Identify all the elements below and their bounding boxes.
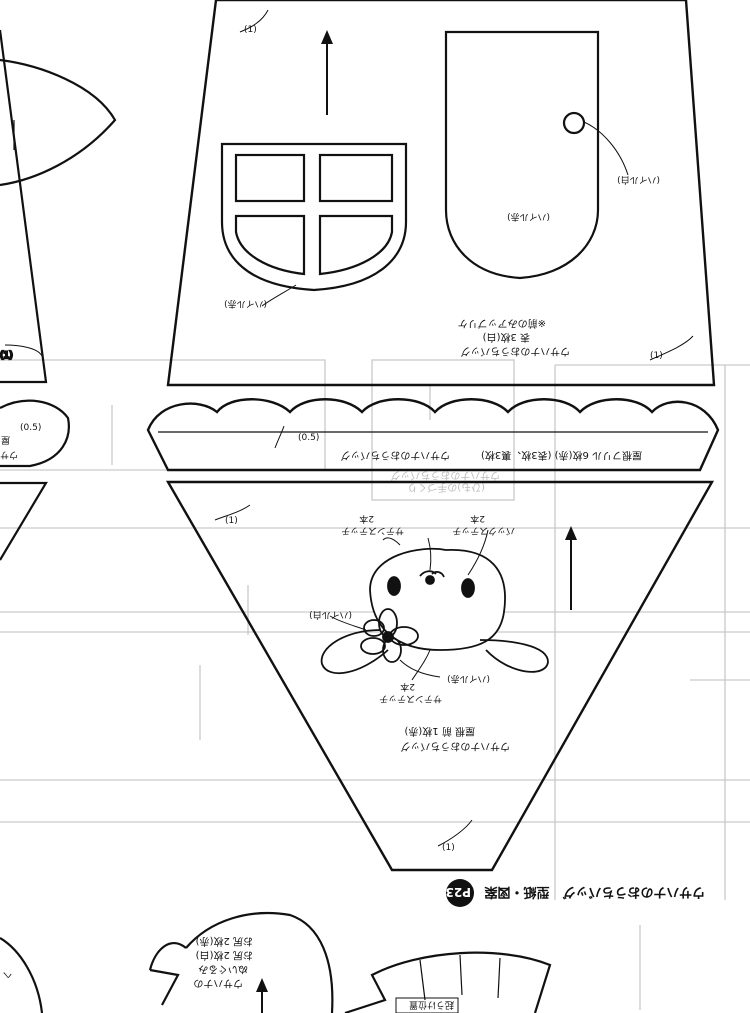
bottom-left-edge-label: へ	[3, 969, 12, 979]
seam-allowance-left: (1)	[0, 351, 13, 361]
house-body-note: ※前のみアップリケ	[458, 317, 546, 330]
house-bottom-allowance: (1)	[650, 351, 663, 361]
circle-piece-line2: ぬいぐるみ	[198, 963, 248, 975]
stitch-label-right-2: 2本	[470, 513, 485, 525]
flower-applique	[360, 608, 419, 663]
roof-label-red: (ハイル赤)	[447, 673, 490, 684]
house-body-name: ウサハナのおうちバッグ	[460, 345, 570, 358]
show-through-guides	[0, 359, 750, 1010]
window-label: (ハイル赤)	[224, 298, 267, 309]
scallop-frill-piece: (0.5) ウサハナのおうちバッグ 屋根フリル 6枚(赤) (表3枚、裏3枚)	[146, 398, 720, 472]
circle-piece-title: ウサハナの	[193, 977, 243, 989]
left-edge-label-2: 屋	[1, 434, 10, 445]
stitch-label-left-2: 2本	[359, 513, 374, 525]
window-applique	[220, 142, 408, 307]
stitch-label-bottom-2: 2本	[400, 681, 415, 693]
doorknob-label: (ハイル白)	[617, 174, 660, 186]
grain-arrow-up-icon	[321, 30, 333, 44]
stitch-label-left-1: サテンステッチ	[341, 525, 404, 536]
house-body-qty: 表 3枚(白)	[483, 331, 530, 344]
roof-label-white: (ハイル白)	[309, 609, 352, 621]
left-roof-fragment	[0, 481, 48, 561]
circle-piece-info: ウサハナの ぬいぐるみ お尻 2枚(白) お尻 2枚(赤)	[193, 935, 253, 989]
stitch-label-bottom-1: サテンステッチ	[379, 693, 442, 704]
grain-arrow-up-icon-2	[565, 526, 577, 540]
scallop-info: ウサハナのおうちバッグ 屋根フリル 6枚(赤) (表3枚、裏3枚)	[340, 449, 642, 462]
usahana-face-applique	[320, 529, 549, 681]
door-label: (ハイル赤)	[507, 211, 550, 222]
scallop-piece-name: ウサハナのおうちバッグ	[340, 449, 450, 462]
ghost-label-1: ウサハナのおうちバッグ	[390, 469, 500, 482]
grain-arrow-up-icon-3	[256, 978, 268, 992]
bottom-fan-label: 起うけ位置	[409, 999, 454, 1011]
bottom-fan-piece: 起うけ位置	[344, 951, 552, 1013]
page-header: P23 ウサハナのおうちバッグ 型紙・図案	[446, 879, 705, 907]
roof-info: ウサハナのおうちバッグ 屋根 前 1枚(赤)	[400, 725, 510, 753]
scallop-piece-detail: 屋根フリル 6枚(赤) (表3枚、裏3枚)	[481, 449, 642, 462]
left-body-fragment: (1)	[0, 29, 48, 384]
house-top-allowance: (1)	[244, 25, 257, 35]
roof-left-allowance: (1)	[225, 516, 238, 526]
left-edge-label: ウサ	[0, 449, 18, 460]
door-applique	[444, 30, 629, 280]
page-number-badge	[446, 879, 474, 907]
roof-piece: (1) (1)	[165, 480, 715, 872]
scallop-allowance: (0.5)	[298, 433, 319, 443]
page-number: P23	[446, 885, 472, 899]
stitch-label-right-1: バックステッチ	[452, 525, 515, 536]
roof-piece-name: ウサハナのおうちバッグ	[400, 740, 510, 753]
page-title: ウサハナのおうちバッグ 型紙・図案	[484, 884, 705, 900]
bottom-circle-piece: へ ウサハナの ぬいぐるみ お尻 2枚(白) お尻 2枚(赤)	[0, 911, 334, 1013]
house-body-piece: (1) (1) (ハイル赤) (ハイル赤) (ハイル白) ウサハナのおうちバッグ…	[166, 0, 716, 387]
roof-bottom-allowance: (1)	[442, 843, 455, 853]
ghost-text: ウサハナのおうちバッグ (ひも)の手づくり	[390, 469, 500, 494]
circle-piece-line3: お尻 2枚(白)	[196, 949, 253, 962]
roof-piece-detail: 屋根 前 1枚(赤)	[404, 725, 475, 738]
ghost-label-2: (ひも)の手づくり	[407, 481, 485, 494]
left-scallop-fragment: (0.5) ウサ 屋	[0, 399, 70, 468]
house-body-info: ウサハナのおうちバッグ 表 3枚(白) ※前のみアップリケ	[458, 317, 570, 358]
scallop-allowance-left: (0.5)	[20, 423, 41, 433]
circle-piece-line4: お尻 2枚(赤)	[196, 935, 253, 948]
